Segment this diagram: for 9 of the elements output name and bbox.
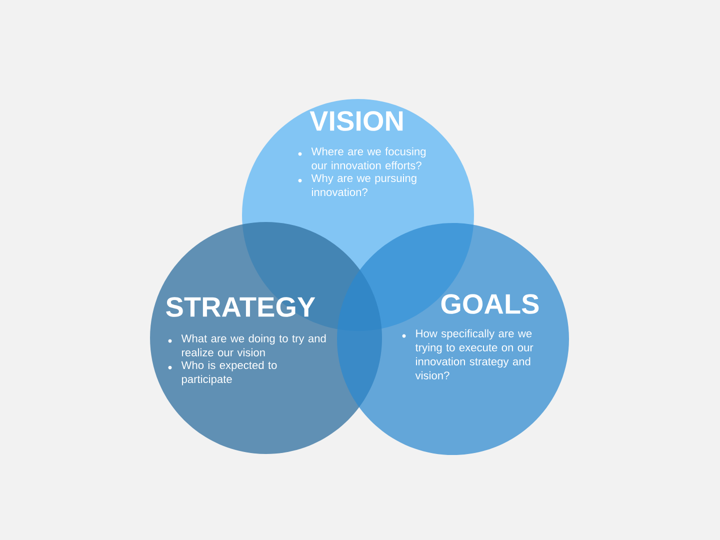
circle-title: STRATEGY [166,297,316,317]
circle-title: VISION [310,111,403,131]
bullet-text: What are we doing to try and realize our vision [181,334,326,356]
bullet-text: How specifically are we trying to execute on our innovation strategy and vision? [415,329,534,380]
circle-title: GOALS [441,294,539,314]
bullet-text: Who is expected to participate [181,360,277,386]
bullet-text: Where are we focusing our innovation efforts? [311,147,426,170]
venn-circle [337,223,569,455]
bullet-text: Why are we pursuing innovation? [311,174,416,196]
